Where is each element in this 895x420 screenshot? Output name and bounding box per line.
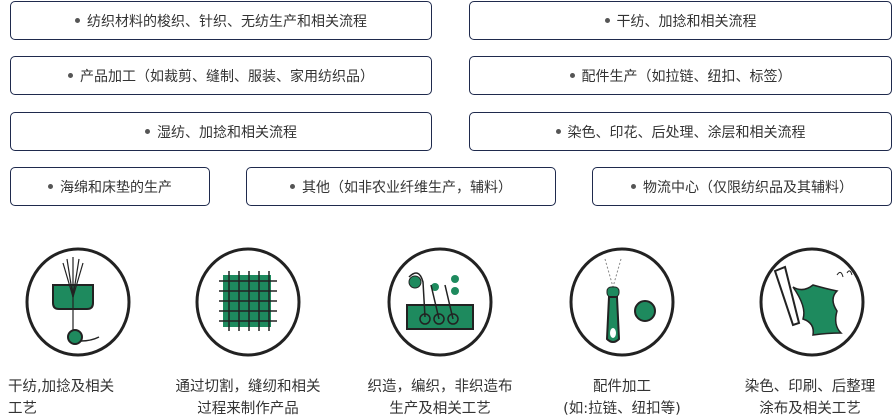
bullet-icon [631, 184, 636, 189]
category-label: 纺织材料的梭织、针织、无纺生产和相关流程 [87, 13, 367, 30]
category-label: 海绵和床垫的生产 [60, 179, 172, 196]
category-box[interactable]: 其他（如非农业纤维生产，辅料） [246, 167, 556, 206]
process-label: 通过切割，缝纫和相关过程来制作产品 [175, 379, 321, 417]
bullet-icon [145, 129, 150, 134]
category-label: 物流中心（仅限纺织品及其辅料） [643, 179, 853, 196]
process-label: 干纺,加捻及相关工艺 [8, 379, 115, 417]
dyeing-leather-icon [759, 247, 865, 357]
spinning-icon [25, 247, 131, 357]
category-box[interactable]: 配件生产（如拉链、纽扣、标签） [469, 56, 892, 95]
process-label: 染色、印刷、后整理涂布及相关工艺 [744, 379, 876, 417]
category-box[interactable]: 湿纺、加捻和相关流程 [10, 112, 432, 151]
category-label: 其他（如非农业纤维生产，辅料） [302, 179, 512, 196]
category-label: 湿纺、加捻和相关流程 [157, 124, 297, 141]
category-label: 配件生产（如拉链、纽扣、标签） [581, 68, 792, 85]
category-label: 干纺、加捻和相关流程 [616, 13, 757, 30]
zipper-button-icon [569, 247, 675, 357]
category-box[interactable]: 干纺、加捻和相关流程 [469, 1, 892, 40]
bullet-icon [604, 18, 610, 23]
category-box[interactable]: 海绵和床垫的生产 [10, 167, 210, 206]
bullet-icon [75, 18, 80, 23]
bullet-icon [68, 73, 73, 78]
category-label: 染色、印花、后处理、涂层和相关流程 [567, 124, 806, 141]
weaving-bath-icon [387, 247, 493, 357]
process-label: 配件加工(如:拉链、纽扣等) [563, 379, 681, 417]
category-box[interactable]: 染色、印花、后处理、涂层和相关流程 [469, 112, 892, 151]
fabric-grid-icon [195, 247, 301, 357]
bullet-icon [569, 73, 575, 78]
bullet-icon [48, 184, 53, 189]
category-box[interactable]: 纺织材料的梭织、针织、无纺生产和相关流程 [10, 1, 432, 40]
category-box[interactable]: 物流中心（仅限纺织品及其辅料） [592, 167, 892, 206]
bullet-icon [555, 129, 561, 134]
category-box[interactable]: 产品加工（如裁剪、缝制、服装、家用纺织品） [10, 56, 432, 95]
process-label: 织造，编织，非织造布生产及相关工艺 [367, 379, 513, 417]
category-label: 产品加工（如裁剪、缝制、服装、家用纺织品） [80, 68, 374, 85]
bullet-icon [290, 184, 295, 189]
